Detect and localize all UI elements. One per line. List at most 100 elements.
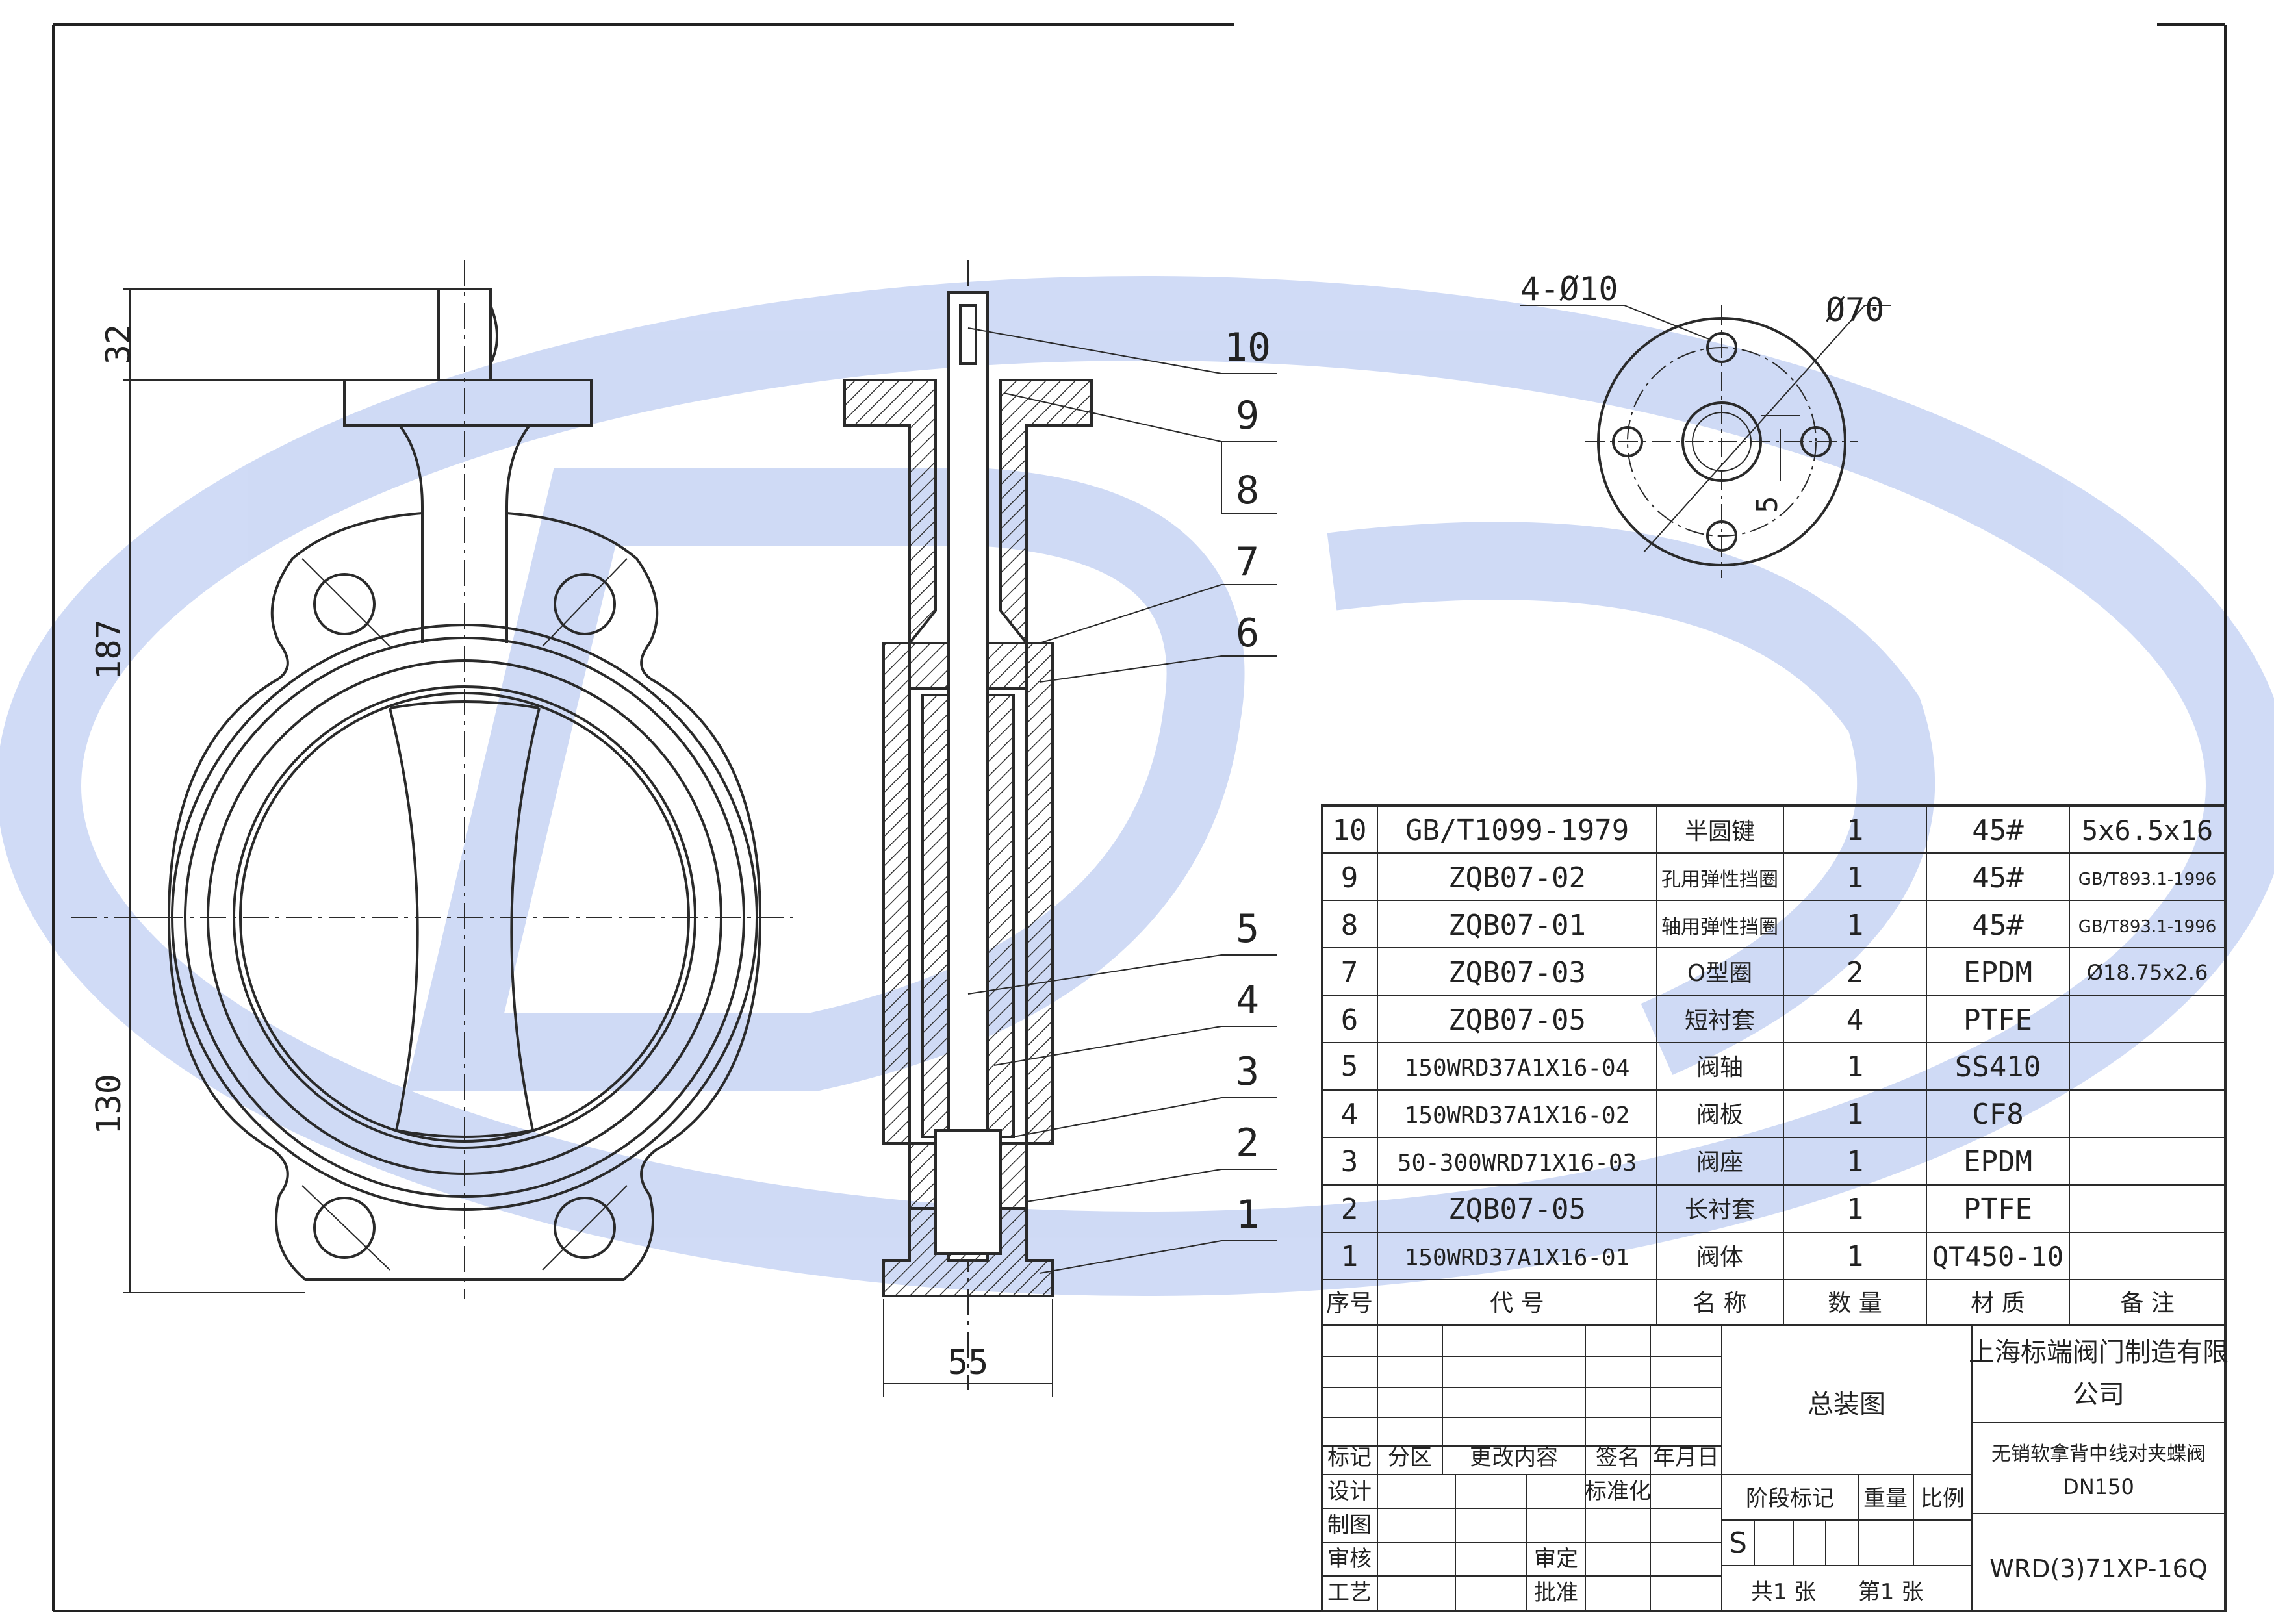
role-standard: 标准化 xyxy=(1585,1478,1651,1504)
flange-detail xyxy=(1520,305,1891,578)
balloon-2: 2 xyxy=(1236,1121,1259,1166)
bom-header-material: 材 质 xyxy=(1971,1290,2025,1317)
bom-remark: 5x6.5x16 xyxy=(2082,815,2213,846)
bom-name: O型圈 xyxy=(1687,960,1752,987)
role-process: 工艺 xyxy=(1327,1580,1372,1606)
dim-187: 187 xyxy=(90,619,129,680)
product-name: 无销软拿背中线对夹蝶阀 xyxy=(1991,1443,2206,1465)
bom-qty: 1 xyxy=(1846,1098,1864,1131)
balloon-9: 9 xyxy=(1236,393,1259,438)
section-view xyxy=(843,260,1093,1390)
bom-material: CF8 xyxy=(1972,1098,2023,1131)
bom-header-code: 代 号 xyxy=(1490,1290,1544,1317)
bom-material: 45# xyxy=(1972,814,2024,847)
bom-qty: 1 xyxy=(1846,1193,1864,1226)
table-row: 1 150WRD37A1X16-01 阀体 1 QT450-10 xyxy=(1341,1240,2063,1273)
bom-material: EPDM xyxy=(1963,1145,2032,1178)
role-audit: 审定 xyxy=(1534,1546,1578,1572)
drawing-title: 总装图 xyxy=(1808,1389,1885,1419)
bom-remark: GB/T893.1-1996 xyxy=(2078,917,2217,937)
dim-5: 5 xyxy=(1751,496,1784,514)
dim-55: 55 xyxy=(948,1343,989,1382)
bom-header-qty: 数 量 xyxy=(1828,1290,1882,1317)
bom-header-row: 序号 代 号 名 称 数 量 材 质 备 注 xyxy=(1326,1290,2175,1317)
balloon-1: 1 xyxy=(1236,1192,1259,1237)
front-view-dimensions xyxy=(123,288,439,1293)
bom-qty: 1 xyxy=(1846,1050,1864,1084)
table-row: 5 150WRD37A1X16-04 阀轴 1 SS410 xyxy=(1341,1050,2041,1084)
bom-material: PTFE xyxy=(1963,1193,2032,1226)
bom-code: ZQB07-02 xyxy=(1448,861,1586,894)
front-view xyxy=(71,260,793,1299)
bom-name: 长衬套 xyxy=(1685,1197,1755,1223)
bom-no: 3 xyxy=(1341,1145,1359,1178)
bom-name: 短衬套 xyxy=(1685,1008,1755,1034)
bom-code: ZQB07-01 xyxy=(1448,909,1586,942)
bom-qty: 4 xyxy=(1846,1004,1864,1037)
model-number: WRD(3)71XP-16Q xyxy=(1989,1554,2208,1583)
stage-mark-label: 阶段标记 xyxy=(1746,1486,1834,1512)
bom-name: 轴用弹性挡圈 xyxy=(1661,916,1778,939)
table-row: 3 50-300WRD71X16-03 阀座 1 EPDM xyxy=(1341,1145,2032,1178)
dim-130: 130 xyxy=(90,1074,129,1135)
section-dimension xyxy=(883,1299,1053,1397)
rev-content-label: 更改内容 xyxy=(1470,1445,1558,1471)
bom-name: 半圆键 xyxy=(1685,818,1755,845)
bom-no: 7 xyxy=(1341,956,1359,989)
bom-code: ZQB07-05 xyxy=(1448,1193,1586,1226)
rev-date-label: 年月日 xyxy=(1653,1445,1719,1471)
bom-header-no: 序号 xyxy=(1326,1290,1373,1317)
balloon-5: 5 xyxy=(1236,906,1259,952)
company-name-line1: 上海标端阀门制造有限 xyxy=(1969,1338,2229,1367)
bom-remark: Ø18.75x2.6 xyxy=(2087,960,2208,985)
bom-name: 阀体 xyxy=(1696,1244,1743,1271)
flange-holes-callout: 4-Ø10 xyxy=(1520,270,1618,308)
role-review: 审核 xyxy=(1327,1546,1372,1572)
bom-qty: 2 xyxy=(1846,956,1864,989)
sheet-current: 第1 张 xyxy=(1858,1579,1923,1605)
balloons: 10 9 8 7 6 5 4 3 2 1 xyxy=(1224,325,1271,1237)
bom-qty: 1 xyxy=(1846,814,1864,847)
stage-value: S xyxy=(1729,1527,1747,1560)
company-name-line2: 公司 xyxy=(2073,1380,2125,1410)
bom-code: ZQB07-03 xyxy=(1448,956,1586,989)
bom-no: 2 xyxy=(1341,1193,1359,1226)
bom-no: 1 xyxy=(1341,1240,1359,1273)
bom-name: 阀座 xyxy=(1696,1149,1743,1176)
bom-qty: 1 xyxy=(1846,1145,1864,1178)
title-block-text: 标记 分区 更改内容 签名 年月日 设计 标准化 制图 审核 审定 工艺 批准 … xyxy=(1327,1338,2229,1606)
bom-material: EPDM xyxy=(1963,956,2032,989)
balloon-7: 7 xyxy=(1236,539,1259,585)
bom-name: 孔用弹性挡圈 xyxy=(1661,869,1778,891)
bom-no: 6 xyxy=(1341,1004,1359,1037)
bom-header-name: 名 称 xyxy=(1693,1290,1746,1317)
bom-remark: GB/T893.1-1996 xyxy=(2078,870,2217,889)
table-row: 8 ZQB07-01 轴用弹性挡圈 1 45# GB/T893.1-1996 xyxy=(1341,909,2217,942)
table-row: 6 ZQB07-05 短衬套 4 PTFE xyxy=(1341,1004,2032,1037)
bom-code: GB/T1099-1979 xyxy=(1405,814,1629,847)
bom-qty: 1 xyxy=(1846,1240,1864,1273)
bom-material: QT450-10 xyxy=(1932,1241,2063,1273)
bom-no: 4 xyxy=(1341,1098,1359,1131)
role-draw: 制图 xyxy=(1327,1512,1372,1538)
flange-pcd-callout: Ø70 xyxy=(1826,291,1884,329)
bom-rows: 10 GB/T1099-1979 半圆键 1 45# 5x6.5x16 9 ZQ… xyxy=(1326,814,2216,1317)
table-row: 10 GB/T1099-1979 半圆键 1 45# 5x6.5x16 xyxy=(1333,814,2214,847)
role-design: 设计 xyxy=(1327,1478,1372,1504)
bom-material: 45# xyxy=(1972,909,2024,942)
bom-material: 45# xyxy=(1972,861,2024,894)
table-row: 2 ZQB07-05 长衬套 1 PTFE xyxy=(1341,1193,2032,1226)
dim-32: 32 xyxy=(99,324,138,365)
bom-header-remark: 备 注 xyxy=(2120,1290,2174,1317)
bom-material: PTFE xyxy=(1963,1004,2032,1037)
bom-qty: 1 xyxy=(1846,861,1864,894)
bom-name: 阀轴 xyxy=(1696,1054,1743,1081)
balloon-leaders xyxy=(967,327,1277,1274)
rev-sign-label: 签名 xyxy=(1596,1445,1640,1471)
rev-zone-label: 分区 xyxy=(1388,1445,1432,1471)
bom-no: 10 xyxy=(1333,814,1367,847)
product-size: DN150 xyxy=(2063,1475,2134,1499)
watermark-logo xyxy=(0,276,2274,1296)
balloon-6: 6 xyxy=(1236,611,1259,656)
